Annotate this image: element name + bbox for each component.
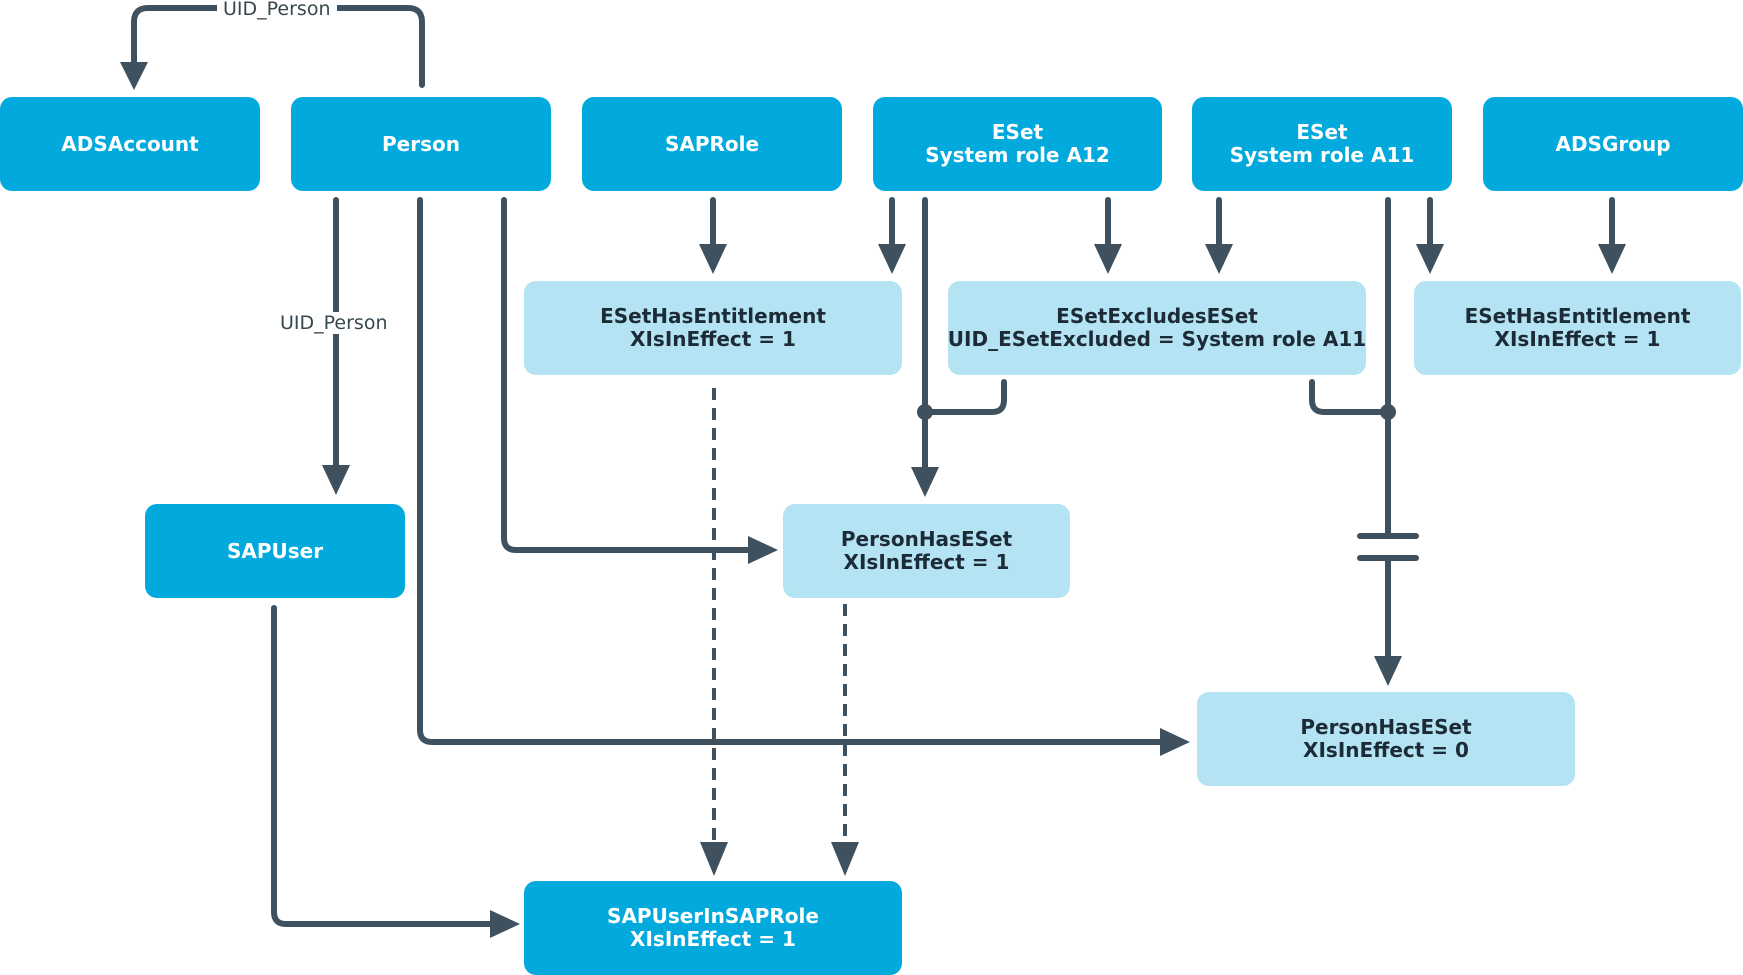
node-esethasentitlement-2: ESetHasEntitlement XIsInEffect = 1 xyxy=(1414,281,1741,375)
node-eset-a12-line-2: System role A12 xyxy=(925,143,1110,167)
arrowhead-esethasentitlement-1a xyxy=(699,244,727,274)
arrowhead-sapuserinsaprole-b xyxy=(831,842,859,876)
node-person-line-1: Person xyxy=(382,131,460,156)
arrowhead-esetexcludeseset-b xyxy=(1205,244,1233,274)
node-esethasentitlement-2-line-1: ESetHasEntitlement xyxy=(1464,304,1691,328)
node-adsgroup-line-1: ADSGroup xyxy=(1555,131,1671,156)
node-eset-a11-line-1: ESet xyxy=(1296,120,1348,144)
node-esetexcludeseset-line-2: UID_ESetExcluded = System role A11 xyxy=(947,327,1367,351)
node-person: Person xyxy=(291,97,551,191)
node-sapuserinsaprole-line-1: SAPUserInSAPRole xyxy=(607,904,819,928)
node-eset-a11-line-2: System role A11 xyxy=(1229,143,1415,167)
edge-excludes-merge-right xyxy=(1309,379,1391,415)
node-adsaccount: ADSAccount xyxy=(0,97,260,191)
node-eset-system-role-a12: ESet System role A12 xyxy=(873,97,1162,191)
node-personhaseset-0-line-1: PersonHasESet xyxy=(1300,715,1472,739)
node-esethasentitlement-1-line-2: XIsInEffect = 1 xyxy=(630,327,796,351)
edge-person-personhaseset-1 xyxy=(501,197,753,553)
arrowhead-esethasentitlement-2b xyxy=(1598,244,1626,274)
node-adsaccount-line-1: ADSAccount xyxy=(61,131,199,156)
arrowhead-adsaccount xyxy=(120,62,148,90)
node-personhaseset-1-line-2: XIsInEffect = 1 xyxy=(843,550,1010,574)
arrowhead-sapuserinsaprole-a xyxy=(700,842,728,876)
node-esethasentitlement-2-line-2: XIsInEffect = 1 xyxy=(1494,327,1661,351)
node-esethasentitlement-1: ESetHasEntitlement XIsInEffect = 1 xyxy=(524,281,902,375)
arrowhead-personhaseset-0 xyxy=(1160,728,1190,756)
junction-left xyxy=(917,404,933,420)
arrowhead-sapuserinsaprole-left xyxy=(490,910,520,938)
node-sapuser-line-1: SAPUser xyxy=(226,538,324,563)
node-esetexcludeseset: ESetExcludesESet UID_ESetExcluded = Syst… xyxy=(948,281,1366,375)
arrowhead-personhaseset-0-top xyxy=(1374,656,1402,686)
node-esetexcludeseset-line-1: ESetExcludesESet xyxy=(1056,304,1258,328)
node-sapuserinsaprole: SAPUserInSAPRole XIsInEffect = 1 xyxy=(524,881,902,975)
node-eset-system-role-a11: ESet System role A11 xyxy=(1192,97,1452,191)
node-adsgroup: ADSGroup xyxy=(1483,97,1743,191)
node-personhaseset-0: PersonHasESet XIsInEffect = 0 xyxy=(1197,692,1575,786)
edge-label-uid-person-top: UID_Person xyxy=(217,0,337,20)
node-sapuser: SAPUser xyxy=(145,504,405,598)
edge-person-personhaseset-0 xyxy=(417,197,1165,745)
node-saprole-line-1: SAPRole xyxy=(664,131,760,156)
edge-excludes-merge-left xyxy=(922,379,1007,415)
node-saprole: SAPRole xyxy=(582,97,842,191)
arrowhead-personhaseset-1-top xyxy=(911,467,939,497)
arrowhead-esethasentitlement-2a xyxy=(1416,244,1444,274)
node-sapuserinsaprole-line-2: XIsInEffect = 1 xyxy=(630,927,796,951)
junction-right xyxy=(1380,404,1396,420)
node-eset-a12-line-1: ESet xyxy=(991,120,1044,144)
arrowhead-esetexcludeseset-a xyxy=(1094,244,1122,274)
edge-sapuser-sapuserinsaprole xyxy=(271,605,495,927)
node-personhaseset-1-line-1: PersonHasESet xyxy=(840,527,1013,551)
node-esethasentitlement-1-line-1: ESetHasEntitlement xyxy=(600,304,826,328)
arrowhead-sapuser xyxy=(322,465,350,495)
node-personhaseset-0-line-2: XIsInEffect = 0 xyxy=(1303,738,1469,762)
node-personhaseset-1: PersonHasESet XIsInEffect = 1 xyxy=(783,504,1070,598)
arrowhead-personhaseset-1 xyxy=(748,536,778,564)
arrowhead-esethasentitlement-1b xyxy=(878,244,906,274)
edge-label-uid-person-mid: UID_Person xyxy=(274,312,394,334)
